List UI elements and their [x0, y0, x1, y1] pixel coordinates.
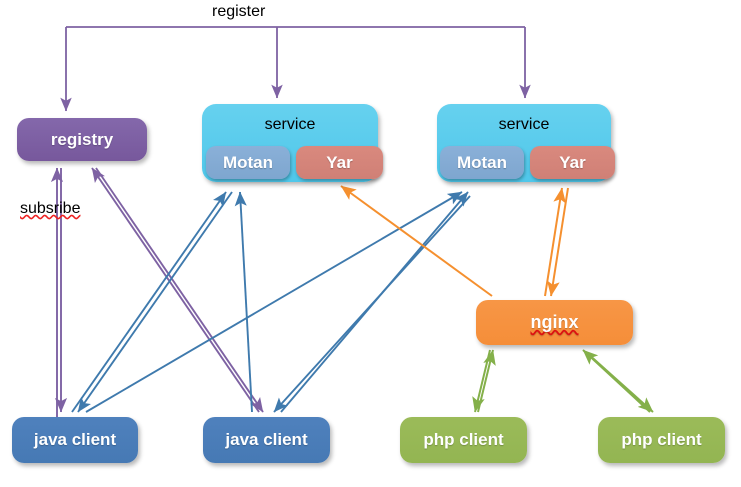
- edge-javaright-serviceleft-motan: [234, 191, 253, 413]
- chip-motan-right-label: Motan: [456, 152, 508, 172]
- edge-serviceright-motan-javaright: [273, 195, 471, 413]
- chip-yar-right[interactable]: Yar: [530, 146, 615, 179]
- node-java-client-right[interactable]: java client: [203, 417, 330, 463]
- edge-phpleft-nginx: [472, 349, 496, 413]
- node-php-client-right[interactable]: php client: [598, 417, 725, 463]
- chip-yar-left[interactable]: Yar: [296, 146, 383, 179]
- node-service-left[interactable]: service Motan Yar: [202, 104, 383, 182]
- node-php-client-left[interactable]: php client: [400, 417, 527, 463]
- node-service-right[interactable]: service Motan Yar: [437, 104, 615, 182]
- node-registry-label: registry: [50, 129, 114, 149]
- node-php-client-right-label: php client: [621, 430, 702, 449]
- chip-yar-right-label: Yar: [559, 152, 586, 172]
- edge-nginx-serviceleft-yar: [340, 185, 493, 297]
- node-java-client-left[interactable]: java client: [12, 417, 138, 463]
- edge-nginx-serviceright-yar: [544, 187, 569, 297]
- chip-motan-right[interactable]: Motan: [440, 146, 524, 179]
- edge-registry-javaclient-right: [91, 167, 264, 413]
- node-service-right-title: service: [498, 116, 550, 133]
- edge-javaleft-serviceleft-motan: [71, 191, 227, 413]
- node-registry[interactable]: registry: [17, 118, 147, 161]
- node-php-client-left-label: php client: [423, 430, 504, 449]
- edge-serviceleft-motan-javaleft: [77, 191, 233, 413]
- chip-yar-left-label: Yar: [326, 152, 353, 172]
- edge-javaleft-serviceright-motan: [85, 191, 463, 413]
- node-nginx-label: nginx: [530, 312, 579, 332]
- label-subscribe: subsribe: [20, 200, 81, 217]
- chip-motan-left[interactable]: Motan: [206, 146, 290, 179]
- node-java-client-right-label: java client: [225, 430, 308, 449]
- node-service-left-title: service: [264, 116, 316, 133]
- edge-register-bus: [60, 26, 531, 112]
- node-nginx[interactable]: nginx: [476, 300, 633, 345]
- node-java-client-left-label: java client: [33, 430, 117, 449]
- label-register: register: [212, 3, 266, 20]
- edge-phpright-nginx: [582, 349, 654, 413]
- chip-motan-left-label: Motan: [222, 152, 274, 172]
- edge-javaright-serviceright-motan: [280, 191, 469, 413]
